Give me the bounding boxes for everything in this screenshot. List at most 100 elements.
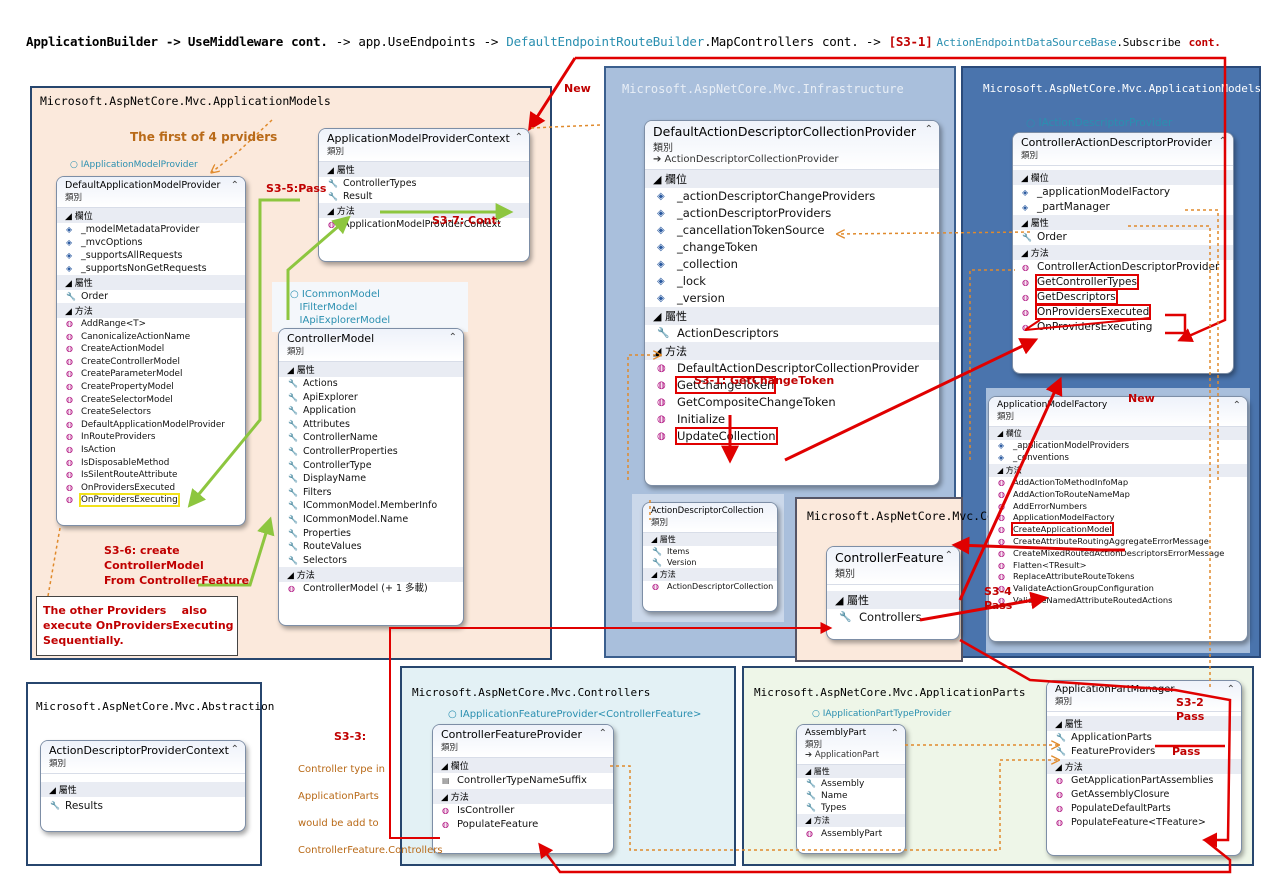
property-icon: 🔧 [288, 433, 298, 443]
property-item: 🔧ControllerTypes [328, 178, 417, 189]
method-icon: ◍ [998, 572, 1005, 582]
property-icon: 🔧 [288, 406, 298, 416]
method-icon: ◍ [66, 369, 73, 379]
method-item: ◍CreateControllerModel [66, 356, 180, 367]
collapse-icon[interactable]: ⌃ [1218, 136, 1227, 147]
field-item: ◈_modelMetadataProvider [66, 224, 200, 235]
property-icon: 🔧 [288, 487, 298, 497]
method-item: ◍IsSilentRouteAttribute [66, 470, 178, 481]
field-item: ◈_supportsNonGetRequests [66, 263, 207, 274]
namespace-title: Microsoft.AspNetCore.Mvc.Controllers [807, 509, 1057, 523]
method-item: ◍ReplaceAttributeRouteTokens [998, 571, 1135, 582]
property-item: 🔧ICommonModel.Name [288, 513, 409, 525]
property-item: 🔧Result [328, 191, 373, 202]
method-item: ◍CreateMixedRoutedActionDescriptorsError… [998, 547, 1225, 558]
property-item: 🔧Selectors [288, 554, 347, 566]
class-name: DefaultApplicationModelProvider [65, 180, 221, 191]
class-default-action-descriptor-collection-provider[interactable]: DefaultActionDescriptorCollectionProvide… [644, 120, 940, 486]
collapse-icon[interactable]: ⌃ [944, 550, 953, 561]
method-item: ◍OnProvidersExecuted [1022, 304, 1152, 320]
namespace-title: Microsoft.AspNetCore.Mvc.Controllers [412, 686, 651, 699]
class-name: ControllerModel [287, 332, 375, 345]
method-icon: ◍ [657, 431, 666, 442]
method-icon: ◍ [66, 432, 73, 442]
method-item: ◍AddRange<T> [66, 319, 147, 329]
method-item: ◍IsDisposableMethod [66, 457, 170, 468]
collapse-icon[interactable]: ⌃ [448, 332, 457, 343]
collapse-icon[interactable]: ⌃ [924, 124, 933, 135]
property-item: 🔧Application [288, 405, 357, 417]
method-item: ◍UpdateCollection [657, 427, 778, 445]
heading-part: ApplicationBuilder [26, 34, 158, 49]
method-item: ◍PopulateFeature<TFeature> [1056, 817, 1206, 828]
method-item: ◍AddActionToMethodInfoMap [998, 477, 1129, 487]
collapse-icon[interactable]: ⌃ [1232, 400, 1241, 411]
namespace-title: Microsoft.AspNetCore.Mvc.ApplicationMode… [40, 94, 331, 108]
field-icon: ◈ [657, 259, 665, 270]
property-list: 🔧Actions🔧ApiExplorer🔧Application🔧Attribu… [279, 377, 463, 567]
property-item: 🔧ApplicationParts [1056, 732, 1152, 743]
method-item: ◍ApplicationModelFactory [998, 512, 1115, 523]
heading-part: app.UseEndpoints [358, 34, 476, 49]
class-name: ControllerActionDescriptorProvider [1021, 136, 1212, 149]
collapse-icon[interactable]: ⌃ [598, 728, 607, 739]
interface-label: ○ IApplicationModelProvider [70, 160, 198, 170]
method-icon: ◍ [1022, 263, 1029, 272]
method-item: ◍GetCompositeChangeToken [657, 395, 836, 409]
property-item: 🔧Name [806, 791, 848, 801]
collapse-icon[interactable]: ⌃ [230, 744, 239, 755]
method-icon: ◍ [657, 380, 666, 391]
property-item: 🔧Results [50, 800, 103, 812]
property-icon: 🔧 [288, 542, 298, 552]
field-icon: ◈ [657, 208, 665, 219]
field-item: ◈_collection [657, 257, 738, 271]
property-item: 🔧Actions [288, 378, 338, 389]
class-kind: 類別 [441, 743, 459, 753]
method-item: ◍ValidateNamedAttributeRoutedActions [998, 594, 1173, 605]
method-item: ◍IsController [442, 805, 515, 816]
heading-part: cont. -> [821, 34, 881, 49]
heading-part: ActionEndpointDataSourceBase [936, 36, 1117, 49]
method-item: ◍OnProvidersExecuting [1022, 321, 1153, 333]
class-name: DefaultActionDescriptorCollectionProvide… [653, 124, 917, 139]
collapse-icon[interactable]: ⌃ [890, 728, 899, 739]
method-icon: ◍ [998, 489, 1005, 499]
namespace-title: Microsoft.AspNetCore.Mvc.Infrastructure [622, 82, 904, 96]
method-icon: ◍ [66, 470, 73, 480]
field-item: ◈_changeToken [657, 240, 758, 254]
method-list: ◍DefaultActionDescriptorCollectionProvid… [645, 360, 939, 445]
field-icon: ◈ [657, 242, 665, 253]
field-item: ◈_supportsAllRequests [66, 250, 183, 261]
note-s3-1: S3-1: GetChangeToken [694, 374, 835, 387]
method-item: ◍CreateApplicationModel [998, 522, 1114, 537]
method-icon: ◍ [998, 501, 1005, 511]
method-icon: ◍ [998, 525, 1005, 535]
method-icon: ◍ [66, 457, 73, 467]
field-item: ▤ControllerTypeNameSuffix [442, 775, 587, 786]
collapse-icon[interactable]: ⌃ [230, 180, 239, 191]
method-icon: ◍ [66, 394, 73, 404]
namespace-title: Microsoft.AspNetCore.Mvc.ApplicationMode… [983, 82, 1262, 95]
method-item: ◍DefaultApplicationModelProvider [66, 419, 225, 430]
class-name: ApplicationModelProviderContext [327, 132, 510, 145]
collapse-icon[interactable]: ⌃ [514, 132, 523, 143]
method-item: ◍GetDescriptors [1022, 289, 1118, 305]
collapse-icon[interactable]: ⌃ [1226, 684, 1235, 695]
method-icon: ◍ [998, 478, 1005, 487]
method-item: ◍OnProvidersExecuting [66, 493, 180, 508]
